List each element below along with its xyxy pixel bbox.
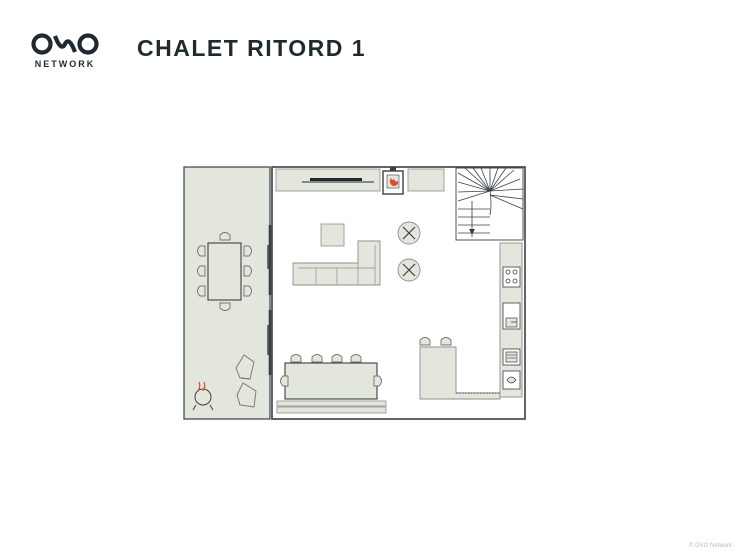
floor-plan — [180, 165, 528, 423]
lounge-chair — [235, 354, 255, 380]
outdoor-dining-table — [197, 232, 252, 311]
dining-table — [280, 354, 382, 400]
ovo-logo[interactable]: NETWORK — [30, 32, 102, 72]
cabinet — [407, 168, 445, 192]
sofa — [292, 240, 381, 286]
grill-icon — [192, 381, 214, 411]
logo-wordmark: NETWORK — [34, 59, 96, 69]
page-title: CHALET RITORD 1 — [137, 35, 367, 61]
cooktop-icon — [502, 266, 521, 288]
stairs-icon — [455, 167, 524, 241]
coffee-table — [320, 223, 345, 247]
stove-icon — [382, 167, 404, 195]
armchair — [397, 258, 421, 282]
lounge-chair — [236, 382, 257, 408]
header: NETWORK CHALET RITORD 1 — [0, 0, 740, 90]
fridge — [502, 370, 521, 390]
oven-icon — [502, 348, 521, 366]
sideboard — [275, 168, 381, 192]
armchair — [397, 221, 421, 245]
copyright-notice: © OVO Network — [688, 543, 732, 549]
ovo-logo-icon — [31, 33, 99, 55]
sink-icon — [502, 302, 521, 330]
bench — [276, 400, 387, 414]
